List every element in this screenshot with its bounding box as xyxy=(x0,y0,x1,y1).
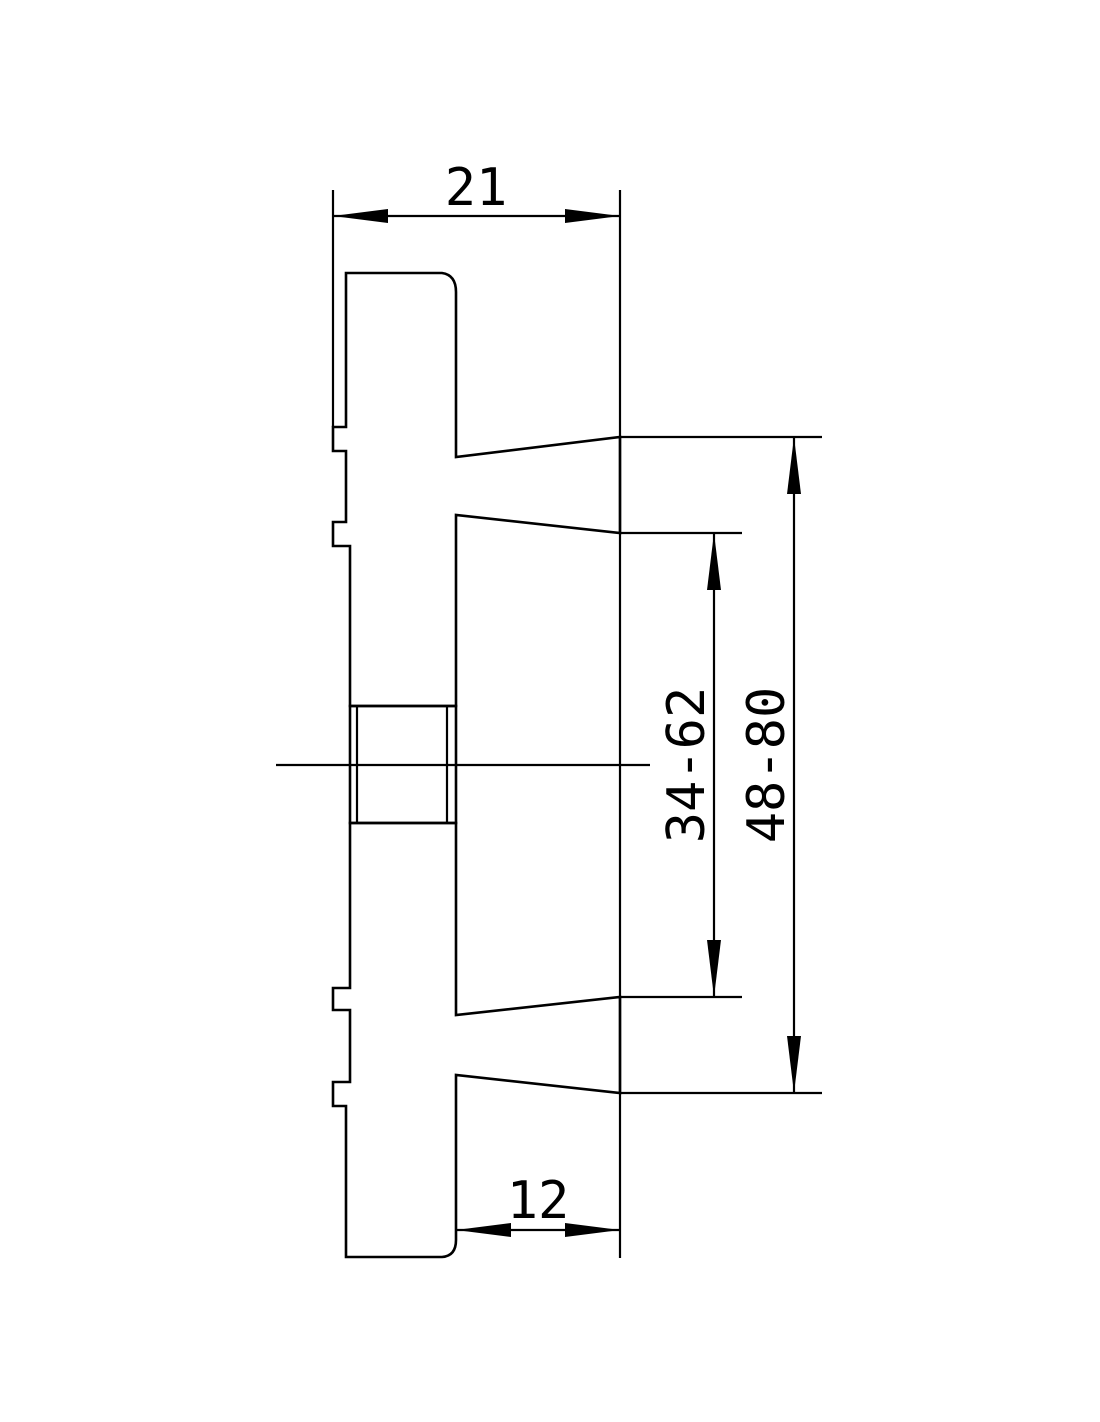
dimension-inner-diameter: 34-62 xyxy=(657,533,721,997)
lower-plate-section xyxy=(331,821,622,1259)
dimension-label-inner-diameter: 34-62 xyxy=(657,687,717,844)
dimension-outer-diameter: 48-80 xyxy=(737,437,801,1093)
dimension-cone-depth: 12 xyxy=(456,1171,620,1237)
upper-plate-section xyxy=(331,271,622,708)
dimension-label-cone-depth: 12 xyxy=(507,1171,570,1231)
dimension-label-outer-diameter: 48-80 xyxy=(737,687,797,844)
dimension-label-total-width: 21 xyxy=(445,158,508,218)
dimension-total-width: 21 xyxy=(333,158,620,223)
